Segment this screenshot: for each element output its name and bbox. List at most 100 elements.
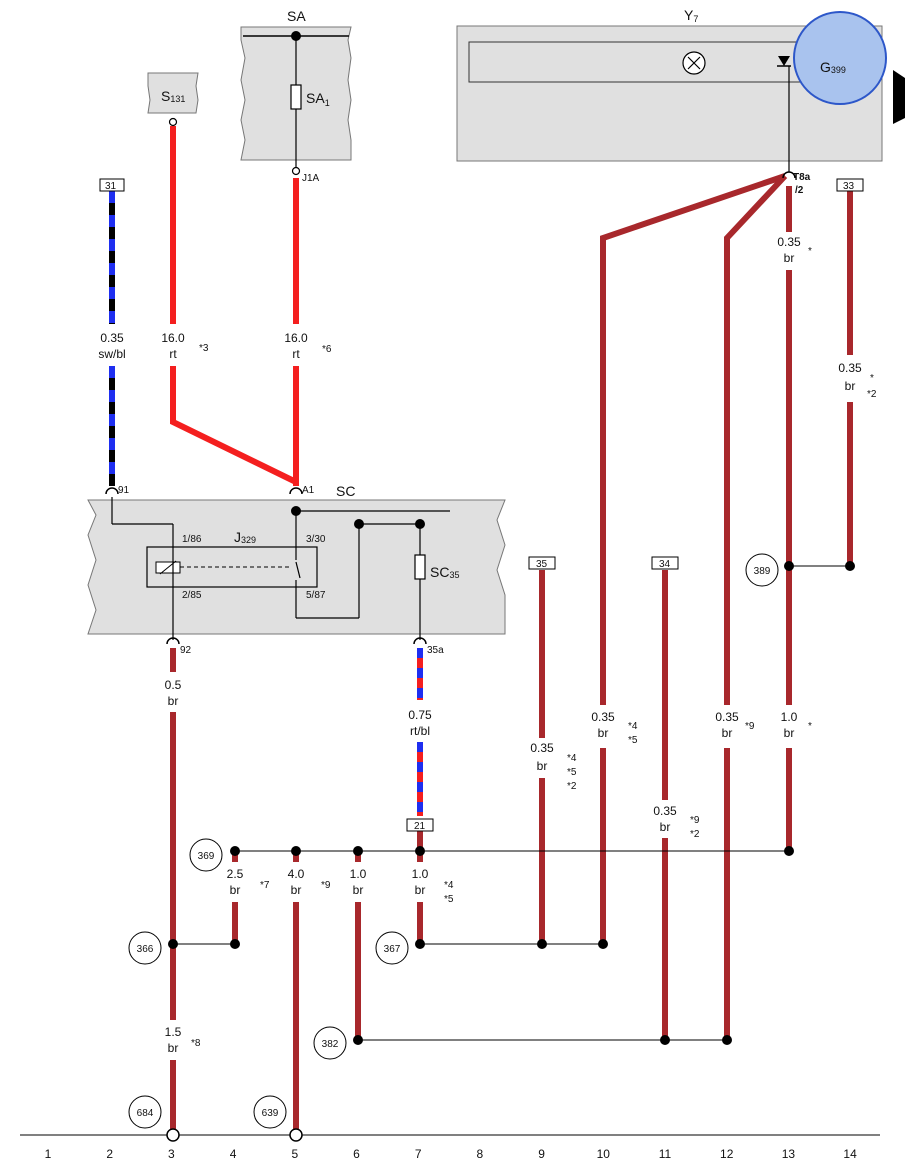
label-sa1-sub: 1	[325, 98, 330, 108]
wire-c12-upper	[724, 173, 788, 705]
label-j329-name: J	[234, 529, 241, 545]
wire-c7-mid-color: rt/bl	[410, 724, 430, 738]
label-sc35-sub: 35	[449, 570, 459, 580]
jc-684-text: 684	[137, 1108, 154, 1119]
cup-92	[166, 637, 180, 645]
label-s131: S131	[161, 88, 185, 104]
jc-389	[745, 553, 779, 587]
column-number: 8	[477, 1147, 484, 1161]
label-91: 91	[118, 485, 130, 496]
cup-91	[105, 487, 119, 495]
wire-c11-size: 0.35	[653, 804, 677, 818]
wire-c5-low-size: 4.0	[288, 867, 305, 881]
dot-369-b	[291, 846, 301, 856]
note-c11-2: *2	[690, 829, 700, 840]
box-35	[528, 556, 556, 570]
jc-639-text: 639	[262, 1108, 279, 1119]
wire-c10-size: 0.35	[591, 710, 615, 724]
terminal-j1a	[291, 166, 301, 176]
wire-c3-mid-color: br	[168, 694, 179, 708]
label-587: 5/87	[306, 590, 326, 601]
label-sa1-name: SA	[306, 90, 325, 106]
column-number: 10	[597, 1147, 611, 1161]
sa1-fuse	[290, 84, 302, 110]
dot-369-e	[784, 846, 794, 856]
box-33-text: 33	[843, 181, 855, 192]
note-c12: *9	[745, 721, 755, 732]
dot-382-a	[353, 1035, 363, 1045]
s131-module	[147, 72, 199, 114]
note-c9-3: *2	[567, 781, 577, 792]
jc-366	[128, 931, 162, 965]
wire-c13-top-size: 0.35	[777, 235, 801, 249]
wire-c9-color: br	[537, 759, 548, 773]
box-21	[406, 818, 434, 832]
j329-relay	[146, 546, 318, 588]
wire-c9-size: 0.35	[530, 741, 554, 755]
column-number: 9	[538, 1147, 545, 1161]
wire-c3-low-size: 1.5	[165, 1025, 182, 1039]
label-j1a: J1A	[302, 173, 320, 184]
label-j329-sub: 329	[241, 535, 256, 545]
note-c10-2: *5	[628, 735, 638, 746]
wire-c7-low-size: 1.0	[412, 867, 429, 881]
box-31	[99, 178, 125, 192]
column-number: 5	[291, 1147, 298, 1161]
cup-35a	[413, 637, 427, 645]
label-a1: A1	[302, 485, 315, 496]
column-number: 13	[782, 1147, 796, 1161]
label-t8a-pin: /2	[795, 185, 804, 196]
relay-contact-blade	[295, 561, 301, 579]
label-t8a: T8a	[793, 172, 811, 183]
label-285: 2/85	[182, 590, 202, 601]
dot-367-a	[415, 939, 425, 949]
dot-389-a	[784, 561, 794, 571]
label-35a: 35a	[427, 645, 444, 656]
jc-389-text: 389	[754, 566, 771, 577]
jc-367	[375, 931, 409, 965]
g399-highlight	[793, 11, 887, 105]
ground-684	[166, 1128, 180, 1142]
dot-sc2	[415, 519, 425, 529]
label-y7-name: Y	[684, 7, 694, 23]
page-arrow-icon	[893, 70, 905, 124]
note-c14-1: *	[870, 373, 874, 384]
diode-icon	[778, 56, 790, 66]
label-sa1: SA1	[306, 90, 330, 108]
box-34-text: 34	[659, 559, 671, 570]
note-c13-top: *	[808, 246, 812, 257]
jc-684	[128, 1095, 162, 1129]
dot-382-b	[660, 1035, 670, 1045]
label-sa: SA	[287, 8, 306, 24]
column-number: 6	[353, 1147, 360, 1161]
column-number: 1	[45, 1147, 52, 1161]
column-number: 7	[415, 1147, 422, 1161]
dot-sc1	[354, 519, 364, 529]
wire-c3-low-color: br	[168, 1041, 179, 1055]
photo-sensor-cross	[687, 56, 701, 70]
jc-369-text: 369	[198, 851, 215, 862]
box-21-text: 21	[414, 821, 426, 832]
wire-c12-size: 0.35	[715, 710, 739, 724]
note-c11-1: *9	[690, 815, 700, 826]
label-s131-name: S	[161, 88, 170, 104]
box-33	[836, 178, 864, 192]
wire-c13-low-color: br	[784, 726, 795, 740]
label-g399-sub: 399	[831, 65, 846, 75]
box-31-text: 31	[105, 181, 117, 192]
wire-c2-size: 0.35	[100, 331, 124, 345]
dot-369-a	[230, 846, 240, 856]
column-number: 12	[720, 1147, 734, 1161]
note-c5-low: *9	[321, 880, 331, 891]
note-c7-low-1: *4	[444, 880, 454, 891]
column-number: 11	[659, 1147, 672, 1161]
column-number: 2	[106, 1147, 113, 1161]
label-330: 3/30	[306, 534, 326, 545]
wire-c3-mid-size: 0.5	[165, 678, 182, 692]
jc-369	[189, 838, 223, 872]
dot-367-c	[598, 939, 608, 949]
dot-369-d	[415, 846, 425, 856]
jc-366-text: 366	[137, 944, 154, 955]
note-c3-low: *8	[191, 1038, 201, 1049]
